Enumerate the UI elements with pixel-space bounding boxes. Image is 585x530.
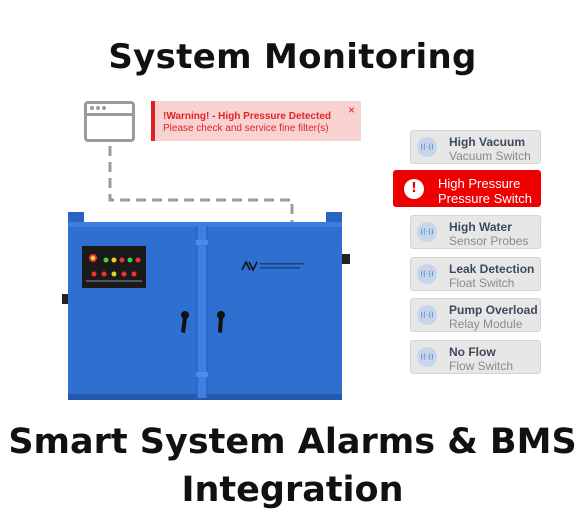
alarm-sensor: Sensor Probes: [449, 234, 529, 248]
alarm-title: High Vacuum: [449, 135, 526, 149]
warning-message: Please check and service fine filter(s): [163, 123, 329, 134]
page-title: System Monitoring: [108, 37, 477, 77]
alarm-sensor: Relay Module: [449, 317, 523, 331]
warning-notification: !Warning! - High Pressure Detected Pleas…: [151, 101, 361, 141]
signal-icon: ((·)): [417, 264, 437, 284]
footer-line-2: Integration: [181, 470, 404, 510]
alarm-sensor: Pressure Switch: [438, 191, 532, 206]
close-icon[interactable]: ×: [347, 103, 355, 117]
page-footer: Smart System Alarms & BMS Integration: [0, 418, 585, 514]
alarm-sensor: Float Switch: [449, 276, 515, 290]
alarm-title: Leak Detection: [449, 262, 535, 276]
signal-icon: ((·)): [417, 137, 437, 157]
alarm-title: High Pressure: [438, 176, 521, 191]
signal-icon: ((·)): [417, 222, 437, 242]
exclamation-icon: !: [404, 179, 424, 199]
footer-line-1: Smart System Alarms & BMS: [8, 422, 577, 462]
warning-title: !Warning! - High Pressure Detected: [163, 111, 331, 122]
alarm-title: High Water: [449, 220, 512, 234]
browser-window-icon: [84, 101, 135, 142]
alarm-title: No Flow: [449, 345, 496, 359]
alarm-sensor: Flow Switch: [449, 359, 514, 373]
signal-icon: ((·)): [417, 305, 437, 325]
alarm-title: Pump Overload: [449, 303, 538, 317]
control-cabinet-image: [62, 212, 350, 400]
alarm-sensor: Vacuum Switch: [449, 149, 531, 163]
signal-icon: ((·)): [417, 347, 437, 367]
